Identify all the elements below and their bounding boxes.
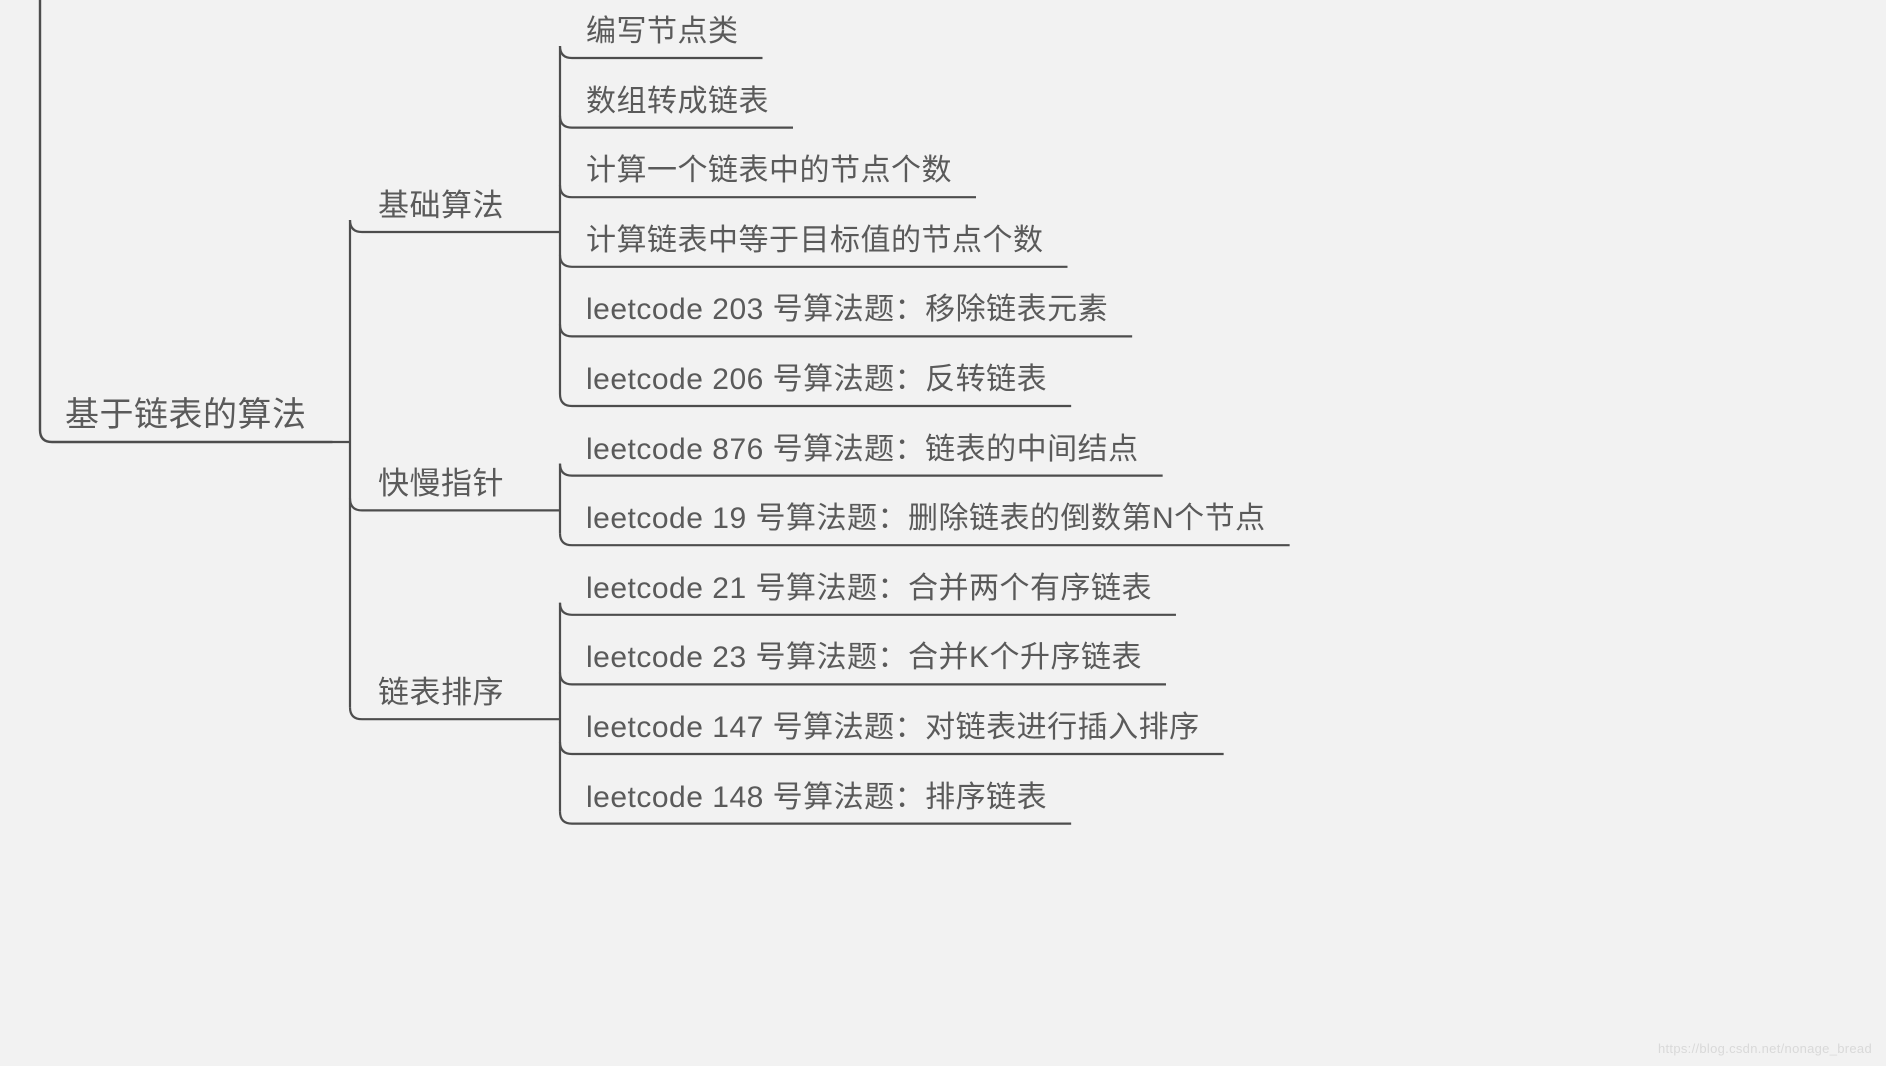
mindmap-leaf-node[interactable]: leetcode 203 号算法题：移除链表元素: [586, 293, 1109, 327]
watermark-text: https://blog.csdn.net/nonage_bread: [1657, 1041, 1872, 1056]
mindmap-leaf-node[interactable]: leetcode 147 号算法题：对链表进行插入排序: [586, 711, 1200, 744]
mindmap-leaf-node[interactable]: leetcode 876 号算法题：链表的中间结点: [586, 432, 1139, 466]
mindmap-leaf-node[interactable]: 编写节点类: [586, 15, 739, 48]
mindmap-leaf-node[interactable]: leetcode 23 号算法题：合并K个升序链表: [586, 641, 1142, 675]
mindmap-leaf-node[interactable]: leetcode 148 号算法题：排序链表: [586, 780, 1048, 814]
mindmap-leaf-node[interactable]: 数组转成链表: [586, 84, 769, 118]
mindmap-branch-node[interactable]: 链表排序: [378, 675, 504, 711]
mindmap-branch-node[interactable]: 快慢指针: [378, 466, 504, 502]
mindmap-root-node[interactable]: 基于链表的算法: [65, 396, 307, 434]
mindmap-leaf-node[interactable]: leetcode 206 号算法题：反转链表: [586, 363, 1048, 396]
mindmap-leaf-node[interactable]: 计算一个链表中的节点个数: [586, 154, 952, 188]
mindmap-leaf-node[interactable]: leetcode 21 号算法题：合并两个有序链表: [586, 571, 1152, 605]
mindmap-leaf-node[interactable]: leetcode 19 号算法题：删除链表的倒数第N个节点: [586, 502, 1266, 536]
mindmap-leaf-node[interactable]: 计算链表中等于目标值的节点个数: [586, 223, 1044, 257]
mindmap-branch-node[interactable]: 基础算法: [378, 188, 504, 223]
